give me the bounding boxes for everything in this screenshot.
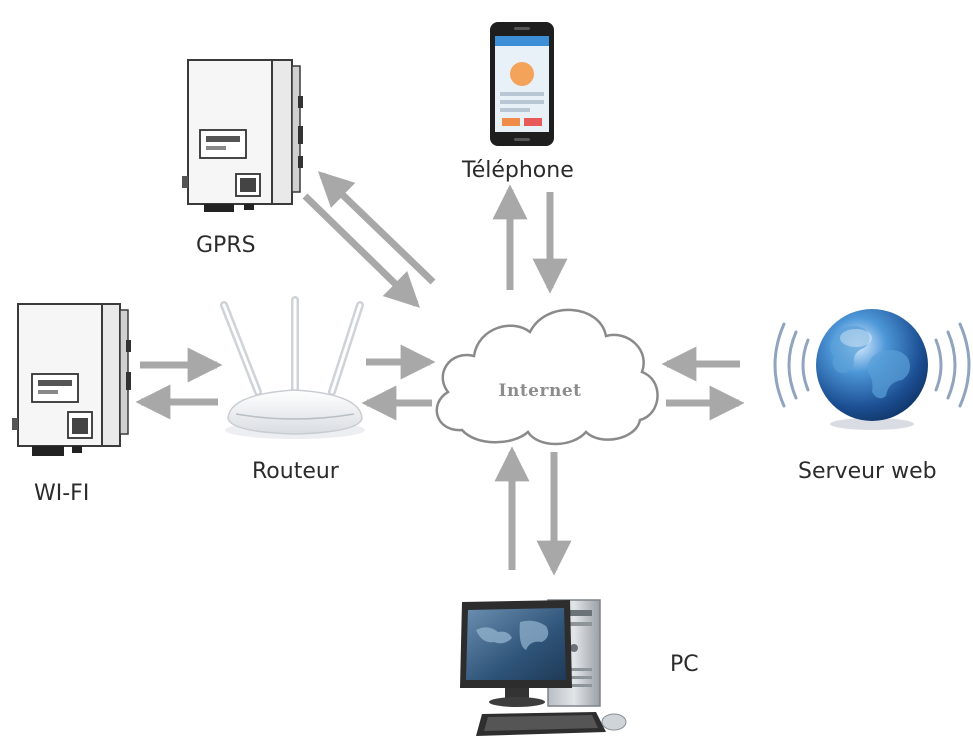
phone-label: Téléphone xyxy=(462,158,574,183)
internet-label: Internet xyxy=(499,381,582,401)
cloud-icon: Internet xyxy=(435,308,659,446)
pc-label: PC xyxy=(670,652,699,677)
globe-icon xyxy=(773,309,971,430)
web-server-label: Serveur web xyxy=(798,459,937,484)
arrow-gprs-to-internet xyxy=(302,193,421,308)
inverter-icon xyxy=(12,303,131,456)
router-icon xyxy=(220,296,365,439)
connection-arrows xyxy=(135,171,745,576)
wifi-label: WI-FI xyxy=(34,481,90,506)
inverter-icon xyxy=(182,59,303,212)
smartphone-icon xyxy=(490,22,554,146)
router-label: Routeur xyxy=(252,459,339,484)
arrow-internet-to-gprs xyxy=(317,171,436,285)
gprs-label: GPRS xyxy=(196,233,256,258)
desktop-computer-icon xyxy=(460,599,627,736)
